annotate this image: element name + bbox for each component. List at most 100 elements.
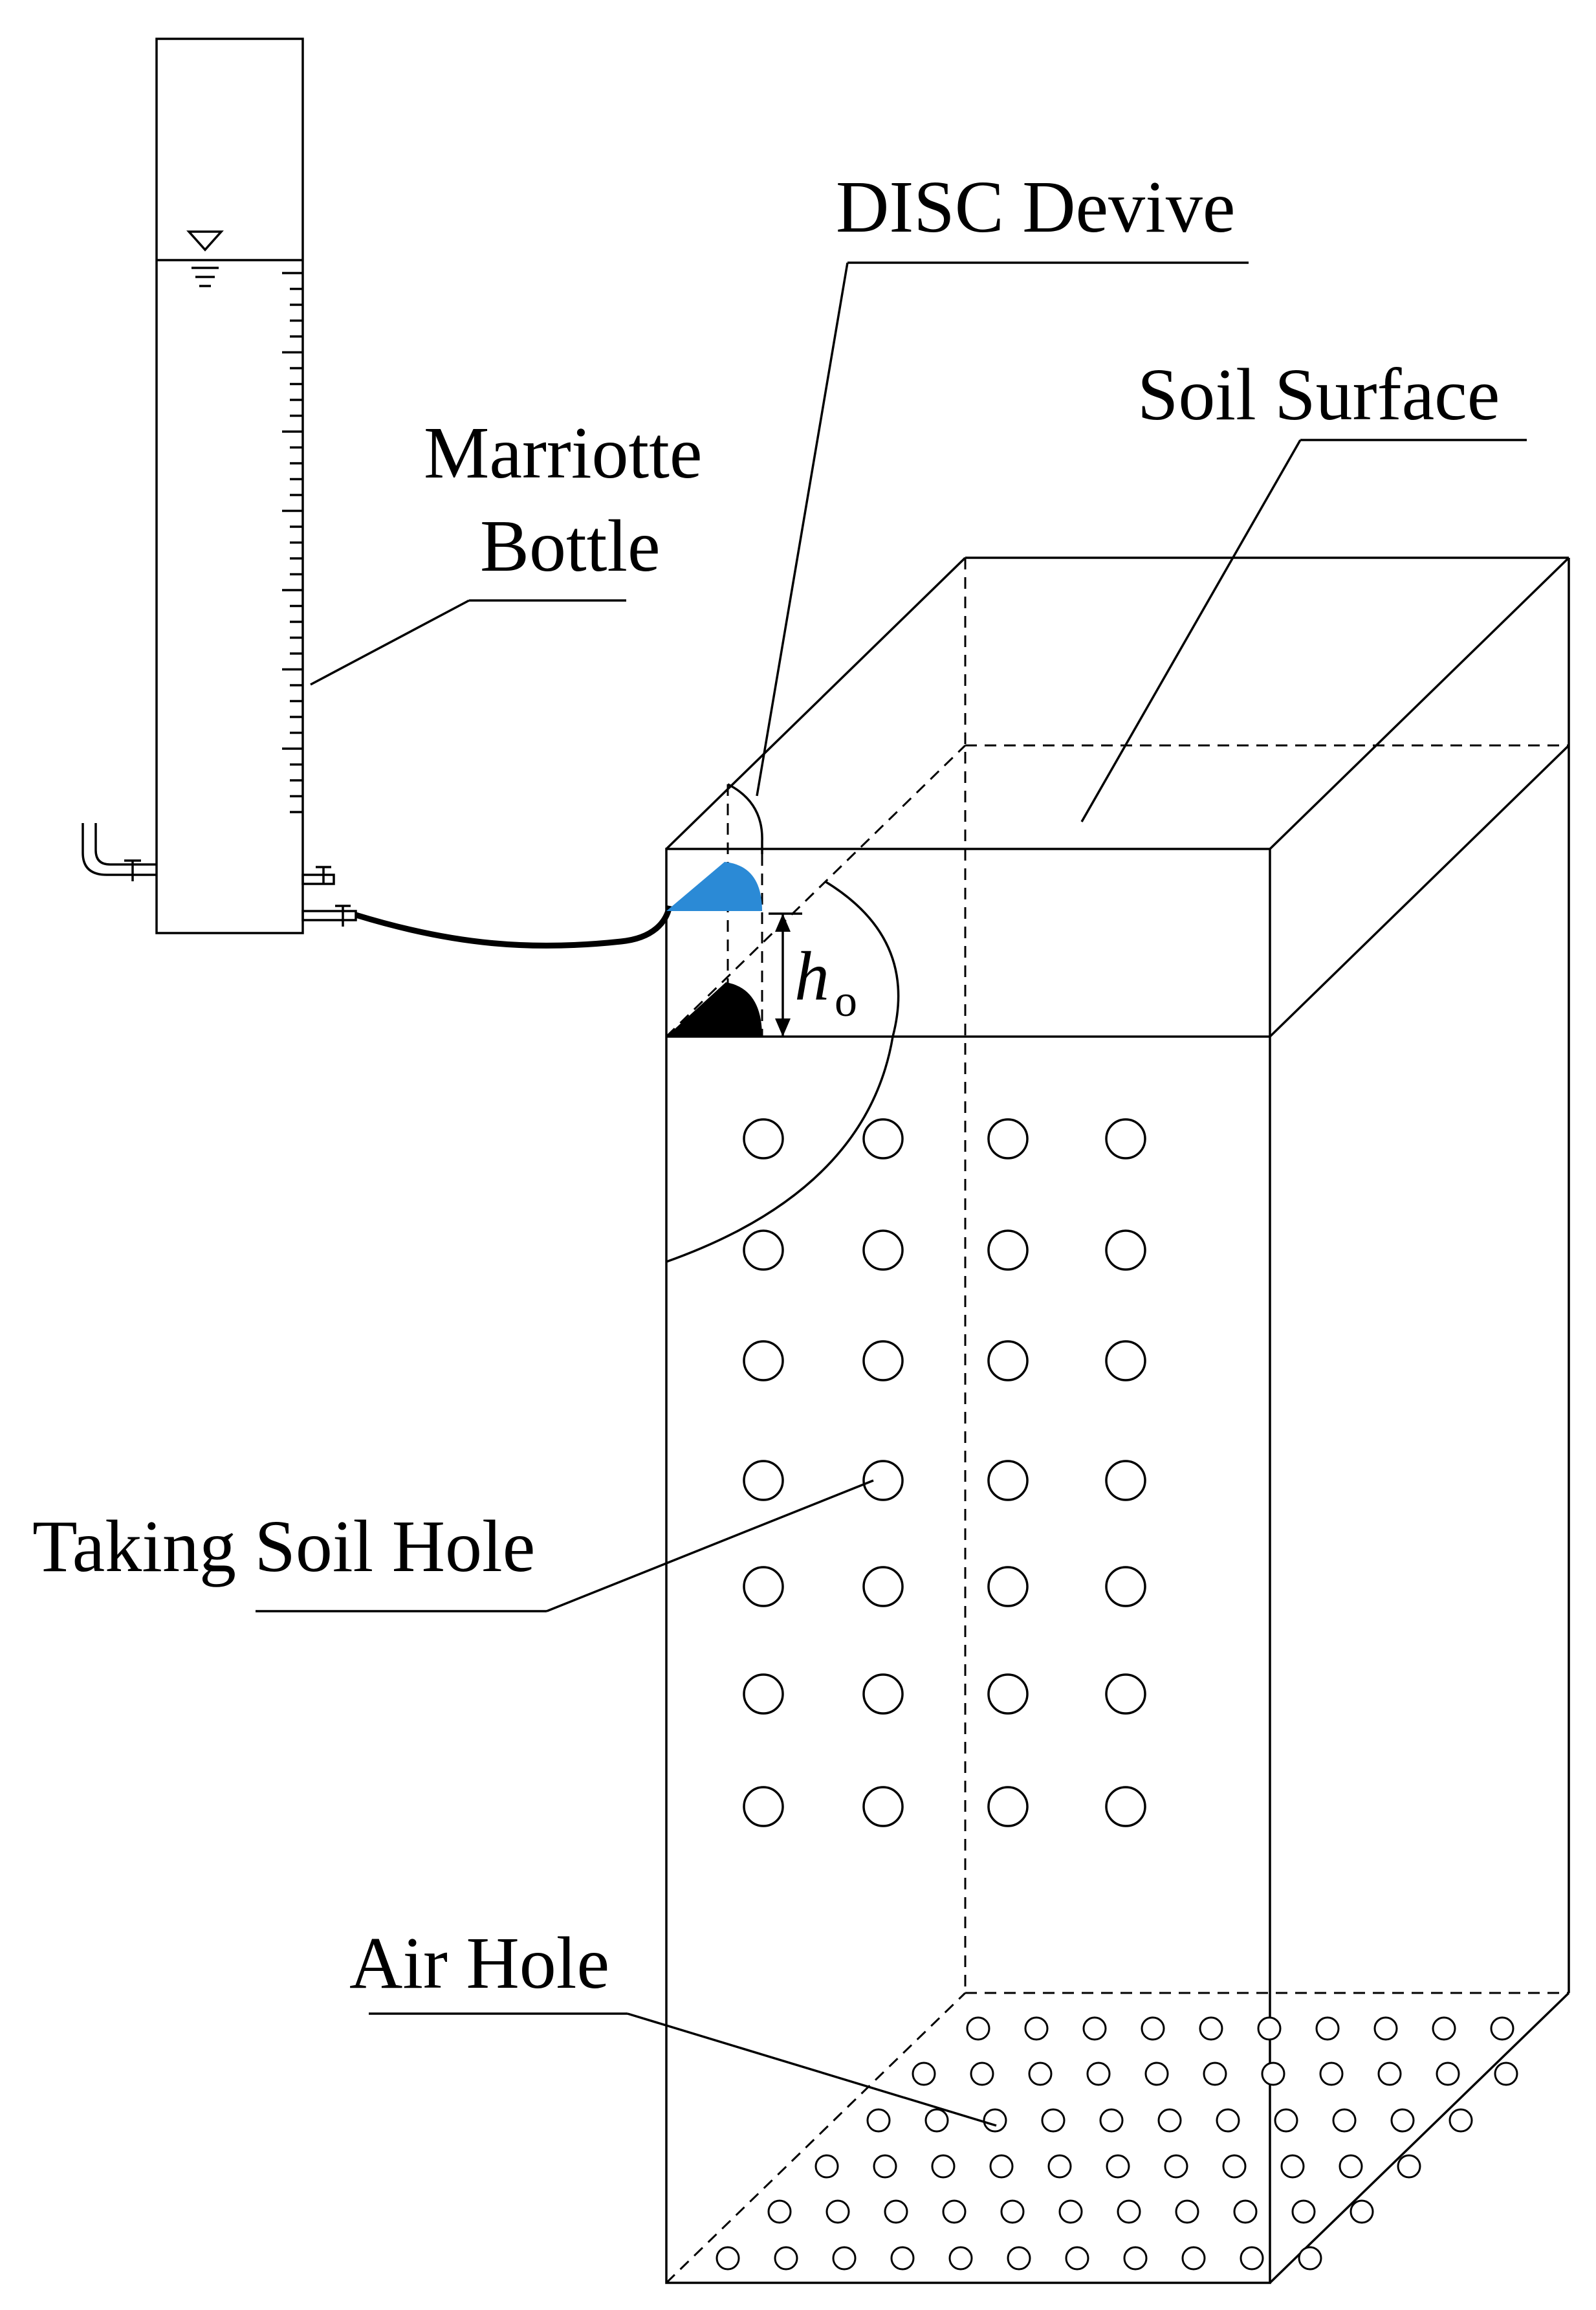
air-hole bbox=[1377, 2062, 1402, 2086]
marriotte-label-line1: Marriotte bbox=[424, 412, 703, 494]
air-hole bbox=[1280, 2154, 1305, 2179]
soil-hole bbox=[743, 1118, 784, 1160]
air-hole bbox=[1222, 2154, 1247, 2179]
air-inlet-tube bbox=[82, 823, 157, 881]
air-hole bbox=[1490, 2016, 1514, 2041]
air-hole bbox=[866, 2108, 891, 2133]
air-hole bbox=[1082, 2016, 1107, 2041]
air-hole bbox=[1144, 2062, 1169, 2086]
soil-hole bbox=[987, 1118, 1029, 1160]
water-level-icon bbox=[186, 230, 224, 287]
h-symbol: h bbox=[794, 938, 829, 1015]
soil-hole bbox=[743, 1340, 784, 1381]
air-hole bbox=[989, 2154, 1014, 2179]
wetting-front-icon bbox=[666, 982, 762, 1037]
soil-hole bbox=[743, 1566, 784, 1607]
air-hole bbox=[1257, 2016, 1282, 2041]
air-hole bbox=[1175, 2199, 1199, 2224]
air-hole bbox=[924, 2108, 949, 2133]
air-hole bbox=[1216, 2108, 1240, 2133]
air-hole bbox=[1494, 2062, 1518, 2086]
air-hole bbox=[1181, 2246, 1206, 2271]
soil-hole bbox=[987, 1673, 1029, 1715]
marriotte-label-line2: Bottle bbox=[480, 505, 661, 587]
air-hole bbox=[825, 2199, 850, 2224]
air-hole bbox=[1099, 2108, 1124, 2133]
air-hole bbox=[832, 2246, 857, 2271]
air-hole bbox=[1240, 2246, 1264, 2271]
air-hole bbox=[1233, 2199, 1258, 2224]
air-hole bbox=[1065, 2246, 1089, 2271]
air-hole bbox=[884, 2199, 908, 2224]
air-hole bbox=[1436, 2062, 1460, 2086]
air-hole bbox=[873, 2154, 897, 2179]
soil-hole bbox=[862, 1566, 904, 1607]
air-hole bbox=[1332, 2108, 1357, 2133]
air-hole bbox=[767, 2199, 792, 2224]
bottle-scale bbox=[282, 272, 303, 813]
outlet-valves bbox=[301, 866, 357, 927]
air-hole bbox=[1397, 2154, 1421, 2179]
air-hole bbox=[1274, 2108, 1298, 2133]
air-hole bbox=[716, 2246, 740, 2271]
soil-hole bbox=[862, 1229, 904, 1271]
soil-hole bbox=[987, 1340, 1029, 1381]
air-hole bbox=[1024, 2016, 1049, 2041]
label-marriotte: Marriotte Bottle bbox=[310, 412, 703, 686]
soil-column-box bbox=[665, 556, 1570, 2284]
label-disc: DISC Devive bbox=[756, 166, 1249, 797]
air-hole bbox=[1203, 2062, 1227, 2086]
air-hole bbox=[1123, 2246, 1148, 2271]
air-hole bbox=[1261, 2062, 1285, 2086]
air-hole bbox=[1298, 2246, 1322, 2271]
air-hole bbox=[970, 2062, 994, 2086]
soil-hole bbox=[743, 1673, 784, 1715]
air-hole bbox=[966, 2016, 990, 2041]
air-hole bbox=[1164, 2154, 1188, 2179]
soil-hole bbox=[1105, 1786, 1146, 1827]
air-hole-label: Air Hole bbox=[349, 1922, 609, 2004]
air-holes bbox=[716, 2016, 1518, 2271]
label-taking-soil-hole: Taking Soil Hole bbox=[32, 1479, 874, 1612]
air-hole bbox=[1350, 2199, 1374, 2224]
air-hole bbox=[1319, 2062, 1344, 2086]
air-hole bbox=[1315, 2016, 1340, 2041]
disc-device bbox=[666, 783, 900, 1263]
taking-soil-hole-label: Taking Soil Hole bbox=[32, 1505, 535, 1587]
soil-hole bbox=[1105, 1673, 1146, 1715]
soil-hole bbox=[1105, 1229, 1146, 1271]
marriotte-bottle bbox=[82, 38, 673, 949]
soil-hole bbox=[743, 1786, 784, 1827]
soil-hole bbox=[743, 1460, 784, 1501]
air-hole bbox=[1086, 2062, 1111, 2086]
soil-hole bbox=[862, 1460, 904, 1501]
air-hole bbox=[1058, 2199, 1083, 2224]
air-hole bbox=[1157, 2108, 1182, 2133]
soil-hole bbox=[987, 1460, 1029, 1501]
air-hole bbox=[1117, 2199, 1141, 2224]
air-hole bbox=[1373, 2016, 1398, 2041]
air-hole bbox=[948, 2246, 973, 2271]
soil-surface-label: Soil Surface bbox=[1137, 353, 1500, 435]
air-hole bbox=[1047, 2154, 1072, 2179]
soil-hole bbox=[987, 1229, 1029, 1271]
air-hole bbox=[890, 2246, 915, 2271]
soil-hole bbox=[862, 1340, 904, 1381]
air-hole bbox=[1199, 2016, 1223, 2041]
soil-hole bbox=[987, 1786, 1029, 1827]
air-hole bbox=[1291, 2199, 1316, 2224]
air-hole bbox=[912, 2062, 936, 2086]
disc-label: DISC Devive bbox=[836, 166, 1235, 248]
air-hole bbox=[1106, 2154, 1130, 2179]
soil-hole bbox=[1105, 1118, 1146, 1160]
air-hole bbox=[1390, 2108, 1415, 2133]
disc-water-icon bbox=[666, 862, 762, 911]
soil-hole bbox=[862, 1118, 904, 1160]
air-hole bbox=[983, 2108, 1007, 2133]
h-subscript: o bbox=[835, 976, 857, 1026]
taking-soil-holes bbox=[743, 1118, 1146, 1827]
soil-hole bbox=[862, 1786, 904, 1827]
air-hole bbox=[1007, 2246, 1031, 2271]
air-hole bbox=[1448, 2108, 1473, 2133]
